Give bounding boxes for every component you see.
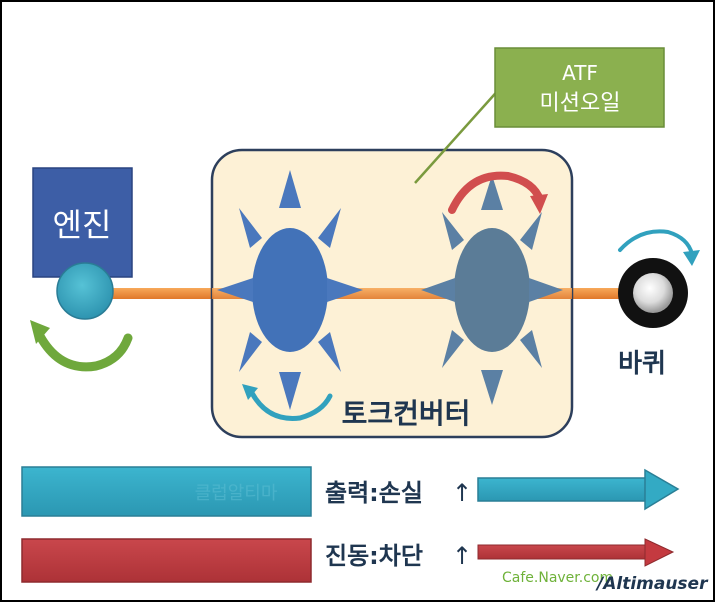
engine-rotor	[56, 262, 114, 320]
wheel-rotation-arrow	[618, 229, 700, 266]
credit-site: Cafe.Naver.com	[502, 570, 613, 586]
callout-line-2: 미션오일	[540, 91, 621, 116]
wheel-label: 바퀴	[618, 349, 666, 379]
watermark-text: 클럽알티마	[195, 483, 278, 504]
output-loss-label: 출력:손실	[325, 479, 423, 507]
atf-callout-box	[494, 47, 665, 128]
output-loss-arrow-shape	[477, 468, 680, 511]
turbine-rotor	[421, 175, 563, 405]
callout-leader-line	[414, 85, 503, 184]
vibration-block-arrow: ↑	[452, 542, 472, 570]
wheel-icon	[618, 258, 688, 328]
impeller-rotor	[217, 170, 363, 410]
output-loss-arrow: ↑	[452, 479, 472, 507]
torque-converter-label: 토크컨버터	[342, 397, 471, 430]
impeller-rotation-arrow	[242, 384, 333, 421]
engine-label: 엔진	[53, 206, 112, 244]
inner-shaft	[212, 288, 572, 299]
engine-box	[32, 167, 133, 278]
vibration-block-label: 진동:차단	[325, 542, 423, 570]
engine-rotation-arrow	[30, 320, 133, 372]
callout-line-1: ATF	[562, 61, 598, 85]
vibration-block-bar	[21, 538, 312, 583]
credit-user: /Altimauser	[595, 574, 709, 594]
vibration-block-arrow-shape	[477, 538, 675, 567]
turbine-rotation-arrow	[448, 171, 548, 214]
output-loss-bar	[21, 466, 312, 517]
